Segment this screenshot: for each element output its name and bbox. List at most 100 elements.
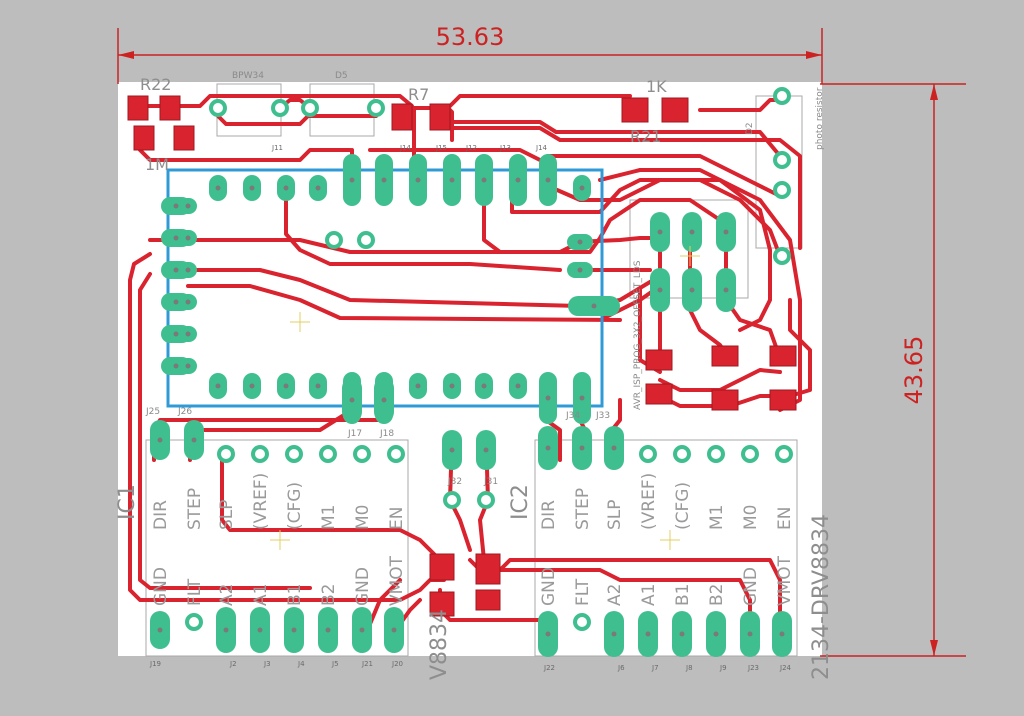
nano-left-pad-drill bbox=[173, 267, 179, 273]
right-header-label: J7 bbox=[651, 664, 659, 672]
label-r22: R22 bbox=[140, 75, 171, 94]
label-j34: J34 bbox=[565, 411, 580, 421]
header-pad-drill bbox=[611, 445, 617, 451]
driver-left-pin-label: SLP bbox=[217, 499, 237, 530]
driver-left-bottom-pad-drill bbox=[325, 627, 331, 633]
nano-top-pad-drill bbox=[249, 185, 255, 191]
nano-bottom-pad-drill bbox=[579, 395, 585, 401]
driver-left-pin-label: A1 bbox=[251, 584, 271, 606]
driver-right-pin-label: DIR bbox=[539, 500, 559, 530]
origin-markers bbox=[270, 246, 700, 550]
right-header-label: J8 bbox=[685, 664, 693, 672]
photo-resistor-pad bbox=[773, 87, 791, 105]
right-header-label: J6 bbox=[617, 664, 625, 672]
nano-bottom-pad-drill bbox=[545, 395, 551, 401]
label-j33: J33 bbox=[595, 411, 610, 421]
label-drv-right: 2134-DRV8834 bbox=[809, 514, 834, 680]
driver-left-pin-label: GND bbox=[353, 567, 373, 606]
driver-right-pin-label: B1 bbox=[673, 584, 693, 606]
driver-right-pin-label: GND bbox=[741, 567, 761, 606]
nano-left-pad-drill bbox=[173, 235, 179, 241]
driver-left-pin-label: EN bbox=[387, 507, 407, 530]
driver-left-pin-label: B1 bbox=[285, 584, 305, 606]
driver-left-pin-label: (VREF) bbox=[251, 473, 271, 530]
nano-bottom-pad-drill bbox=[249, 383, 255, 389]
left-header-label: J21 bbox=[361, 660, 373, 668]
width-label: 53.63 bbox=[436, 23, 505, 51]
driver-right-pin-label: M0 bbox=[741, 505, 761, 530]
driver-left-pin-label: (CFG) bbox=[285, 482, 305, 530]
avr-header-pad-drill bbox=[723, 229, 729, 235]
driver-right-top-pad bbox=[775, 445, 793, 463]
nano-bottom-pad-drill bbox=[283, 383, 289, 389]
avr-header-pad-drill bbox=[689, 229, 695, 235]
top-header-label: J14 bbox=[399, 144, 412, 152]
driver-left-pin-label: GND bbox=[151, 567, 171, 606]
label-r7: R7 bbox=[408, 85, 429, 104]
driver-right-pin-label: M1 bbox=[707, 505, 727, 530]
nano-top-pad-drill bbox=[415, 177, 421, 183]
driver-right-pin-label: SLP bbox=[605, 499, 625, 530]
silkscreen-text: R22 1M R7 1K R21 BPW34 D5 D2 photo resis… bbox=[115, 71, 834, 680]
label-d2: D2 bbox=[745, 122, 755, 135]
height-label: 43.65 bbox=[900, 336, 928, 405]
photo-resistor-pad bbox=[773, 151, 791, 169]
label-j17: J17 bbox=[347, 429, 362, 439]
label-j26: J26 bbox=[177, 407, 192, 417]
label-d5: D5 bbox=[335, 71, 348, 81]
driver-left-bottom-pad-drill bbox=[391, 627, 397, 633]
nano-bottom-pad-drill bbox=[515, 383, 521, 389]
nano-left-pad-drill bbox=[173, 331, 179, 337]
label-avr-header: AVR_ISP_PROG_3X2_OFFSET_LDS bbox=[633, 260, 643, 410]
nano-bottom-pad-drill bbox=[415, 383, 421, 389]
driver-left-flt-pad bbox=[185, 613, 203, 631]
label-1k: 1K bbox=[646, 77, 667, 96]
through-hole-pads bbox=[150, 87, 793, 657]
driver-right-pin-label: GND bbox=[539, 567, 559, 606]
nano-bottom-pad-drill bbox=[481, 383, 487, 389]
top-header-label: J11 bbox=[271, 144, 283, 152]
nano-top-pad-drill bbox=[449, 177, 455, 183]
nano-left-pad-drill bbox=[173, 203, 179, 209]
label-1m: 1M bbox=[145, 155, 169, 174]
nano-top-pad-drill bbox=[283, 185, 289, 191]
header-pad-drill bbox=[545, 445, 551, 451]
dimension-height bbox=[820, 83, 966, 657]
right-header-label: J24 bbox=[779, 664, 792, 672]
header-pad-j31-drill bbox=[483, 447, 489, 453]
driver-left-pin-label: DIR bbox=[151, 500, 171, 530]
driver-right-bottom-pad-drill bbox=[747, 631, 753, 637]
nano-top-pad-drill bbox=[481, 177, 487, 183]
driver-left-pin-label: STEP bbox=[185, 488, 205, 530]
avr-header-pad-drill bbox=[689, 287, 695, 293]
nano-left-pad-drill bbox=[173, 299, 179, 305]
driver-left-bottom-pad-drill bbox=[359, 627, 365, 633]
driver-right-pin-label: (VREF) bbox=[639, 473, 659, 530]
driver-right-pin-label: B2 bbox=[707, 584, 727, 606]
label-ic2: IC2 bbox=[508, 484, 533, 520]
nano-top-pad-drill bbox=[349, 177, 355, 183]
header-pad-j32-drill bbox=[449, 447, 455, 453]
left-header-label: J19 bbox=[149, 660, 161, 668]
driver-left-top-pad bbox=[319, 445, 337, 463]
avr-header-pad-drill bbox=[723, 287, 729, 293]
label-ic1: IC1 bbox=[115, 484, 140, 520]
diode-pad bbox=[271, 99, 289, 117]
driver-left-bottom-pad-drill bbox=[157, 627, 163, 633]
photo-resistor-pad bbox=[773, 247, 791, 265]
top-header-label: J14 bbox=[535, 144, 548, 152]
label-j31: J31 bbox=[483, 477, 498, 487]
header-pad-j17-drill bbox=[349, 397, 355, 403]
right-header-label: J9 bbox=[719, 664, 727, 672]
photo-resistor-pad bbox=[773, 181, 791, 199]
driver-left-top-pad bbox=[285, 445, 303, 463]
driver-left-pin-label: A2 bbox=[217, 584, 237, 606]
driver-left-top-pad bbox=[353, 445, 371, 463]
nano-top-pad-drill bbox=[315, 185, 321, 191]
nano-top-pad-drill bbox=[515, 177, 521, 183]
driver-right-bottom-pad-drill bbox=[713, 631, 719, 637]
header-pad-j25-drill bbox=[157, 437, 163, 443]
